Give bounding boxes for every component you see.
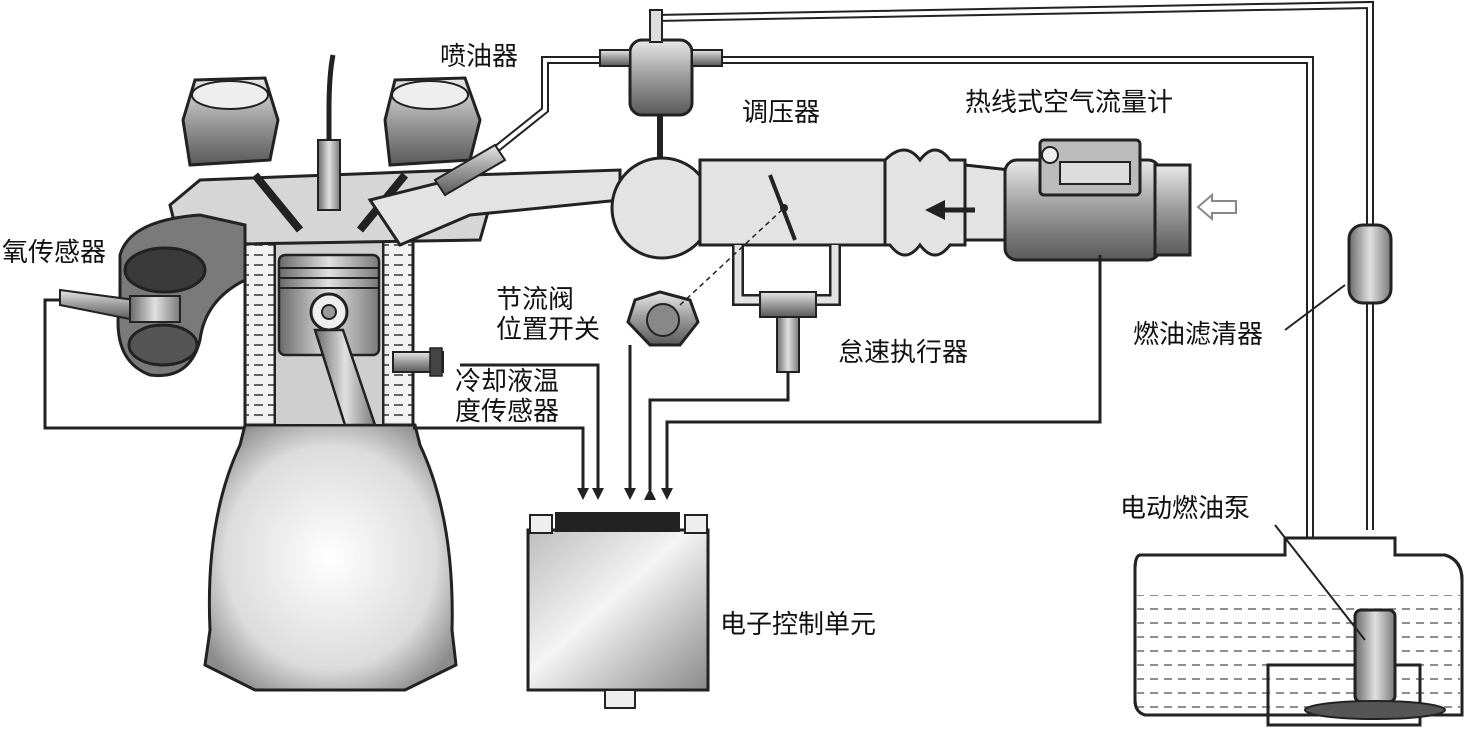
fuel-system: [433, 0, 1464, 727]
airflow-arrow: [925, 200, 975, 220]
cylinder-wall-right: [381, 233, 415, 427]
ecu-label: 电子控制单元: [720, 610, 877, 640]
electric-fuel-pump: [1304, 608, 1446, 720]
fuel-tank: [1133, 536, 1464, 727]
regulator-label: 调压器: [742, 98, 821, 128]
fuel-injector: [433, 143, 507, 197]
intake-bellows: [883, 148, 967, 257]
cylinder-wall-left: [243, 233, 277, 427]
hot-wire-air-flow-meter: [1003, 138, 1192, 262]
coolant-sensor-label: 冷却液温 度传感器: [455, 367, 560, 427]
idle-speed-actuator: [759, 291, 817, 373]
fuel-return-line: [654, 0, 1374, 530]
signal-wires: [43, 255, 1102, 490]
maf-label: 热线式空气流量计: [965, 88, 1174, 118]
ecu: [526, 512, 710, 709]
injector-label: 喷油器: [440, 42, 519, 72]
incoming-air-arrow: [1196, 192, 1237, 222]
intake-plenum: [610, 156, 714, 260]
crankcase: [203, 423, 458, 692]
wire-arrows: [577, 488, 673, 500]
fuel-filter: [1347, 223, 1393, 305]
fuel-pump-label: 电动燃油泵: [1120, 494, 1251, 524]
spark-plug: [317, 139, 341, 211]
air-duct: [963, 163, 1012, 242]
leader-lines: [1274, 284, 1366, 641]
pressure-regulator: [599, 9, 723, 158]
intake-tract: [367, 138, 1237, 306]
throttle-position-switch: [626, 207, 785, 347]
fuel-filter-label: 燃油滤清器: [1133, 320, 1264, 350]
o2-sensor-label: 氧传感器: [2, 238, 107, 268]
idle-actuator-label: 怠速执行器: [838, 338, 969, 368]
engine: [59, 54, 492, 692]
throttle-switch-label: 节流阀 位置开关: [496, 285, 601, 345]
throttle-body: [698, 158, 892, 247]
coolant-temp-sensor: [392, 347, 444, 377]
connecting-rod: [313, 328, 377, 427]
